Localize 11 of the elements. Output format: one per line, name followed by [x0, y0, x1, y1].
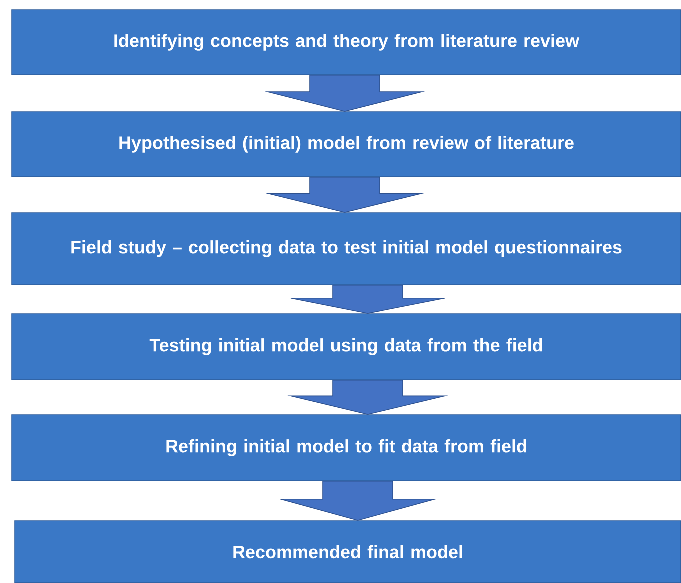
- process-box: Recommended final model: [14, 520, 681, 583]
- process-box: Hypothesised (initial) model from review of literature: [12, 112, 681, 178]
- process-box: Identifying concepts and theory from literature review: [12, 10, 681, 76]
- block-arrow: [288, 380, 448, 415]
- block-arrow: [290, 285, 446, 314]
- block-arrow: [264, 75, 426, 112]
- block-arrow: [264, 176, 426, 213]
- process-box: Refining initial model to fit data from field: [12, 414, 681, 482]
- process-box: Field study – collecting data to test initial model questionnaires: [12, 212, 681, 286]
- process-box: Testing initial model using data from the field: [12, 314, 681, 380]
- block-arrow: [278, 480, 438, 521]
